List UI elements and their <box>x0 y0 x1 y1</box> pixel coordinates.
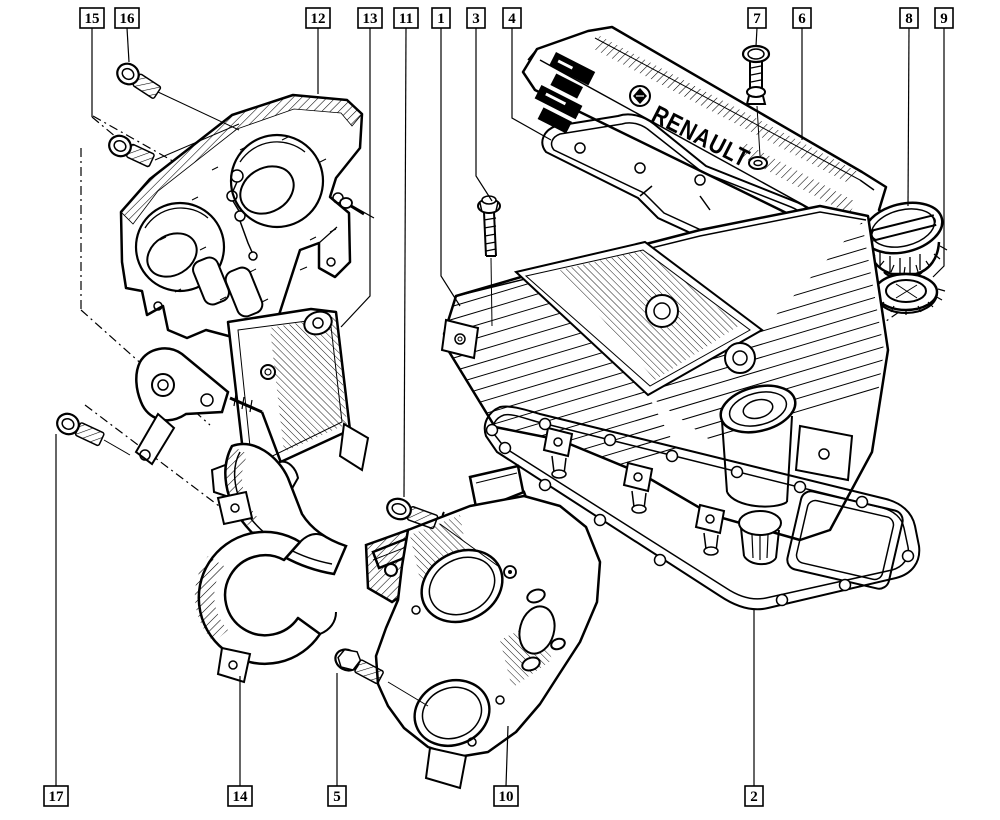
callout-boxes: 15 16 12 13 11 1 3 4 <box>43 7 954 807</box>
leader-line-16 <box>126 27 130 63</box>
leader-line-8 <box>907 27 910 207</box>
callout-12[interactable]: 12 <box>305 7 331 29</box>
callout-8[interactable]: 8 <box>899 7 919 29</box>
cover-screw-hole <box>748 156 768 170</box>
part-upper-timing-cover <box>119 93 375 340</box>
part-engine-cover: RENAULT <box>521 25 893 250</box>
oil-filler-neck <box>719 384 797 566</box>
tensioner-chain-detail <box>226 169 258 261</box>
callout-number: 1 <box>437 11 445 27</box>
leader-line-3 <box>475 28 493 202</box>
callout-number: 2 <box>750 789 758 805</box>
callout-16[interactable]: 16 <box>114 7 140 29</box>
leader-line-10 <box>505 725 509 787</box>
callout-7[interactable]: 7 <box>747 7 767 29</box>
leader-line-7 <box>755 27 758 47</box>
part-lower-timing-cover <box>194 490 337 684</box>
leader-line-11 <box>403 27 407 498</box>
callout-3[interactable]: 3 <box>466 7 486 29</box>
callout-number: 15 <box>85 11 100 27</box>
spark-plug-well <box>724 342 756 374</box>
bolt-5 <box>334 648 429 707</box>
callout-1[interactable]: 1 <box>431 7 451 29</box>
leader-line-4 <box>511 28 552 141</box>
part-valve-cover <box>440 204 890 566</box>
gasket-bolt-tabs <box>485 417 915 607</box>
screw-15 <box>108 123 240 168</box>
bolt-11 <box>386 497 499 567</box>
callout-number: 14 <box>233 789 249 805</box>
plate-opening <box>413 678 491 748</box>
leader-line-13 <box>340 28 371 328</box>
engine-code-logo-icon <box>534 51 596 134</box>
callout-number: 17 <box>49 789 65 805</box>
callout-number: 3 <box>472 11 480 27</box>
callout-4[interactable]: 4 <box>502 7 522 29</box>
part-valve-cover-gasket <box>483 405 921 611</box>
screw-17 <box>56 412 131 456</box>
callout-number: 9 <box>940 11 948 27</box>
leader-lines <box>55 27 945 787</box>
callout-14[interactable]: 14 <box>227 785 253 807</box>
cover-mounting-bosses <box>440 318 726 556</box>
part-front-cover-plate <box>364 464 602 790</box>
leader-line-9 <box>932 28 945 278</box>
part-cap-seal <box>866 272 946 315</box>
callout-9[interactable]: 9 <box>934 7 954 29</box>
callout-number: 4 <box>508 11 516 27</box>
screw-16 <box>116 62 240 131</box>
callout-6[interactable]: 6 <box>792 7 812 29</box>
surface-speckles <box>159 136 337 303</box>
callout-number: 5 <box>333 789 341 805</box>
callout-number: 10 <box>499 789 514 805</box>
bolt-7 <box>741 44 771 157</box>
callout-10[interactable]: 10 <box>493 785 519 807</box>
leader-line-1 <box>440 28 461 307</box>
callout-number: 7 <box>753 11 761 27</box>
renault-diamond-icon <box>629 85 651 107</box>
spark-plug-well <box>645 294 679 328</box>
cam-opening <box>229 133 325 229</box>
callout-13[interactable]: 13 <box>357 7 383 29</box>
bolt-3 <box>477 195 501 327</box>
callout-number: 11 <box>399 11 413 27</box>
callout-11[interactable]: 11 <box>393 7 419 29</box>
callout-number: 8 <box>905 11 913 27</box>
callout-2[interactable]: 2 <box>744 785 764 807</box>
callout-5[interactable]: 5 <box>327 785 347 807</box>
callout-number: 13 <box>363 11 378 27</box>
callout-number: 6 <box>798 11 806 27</box>
part-inner-cover <box>134 307 370 502</box>
callout-number: 16 <box>120 11 136 27</box>
callout-number: 12 <box>311 11 326 27</box>
arm-pin-screw <box>339 197 365 216</box>
callout-17[interactable]: 17 <box>43 785 69 807</box>
callout-15[interactable]: 15 <box>79 7 105 29</box>
